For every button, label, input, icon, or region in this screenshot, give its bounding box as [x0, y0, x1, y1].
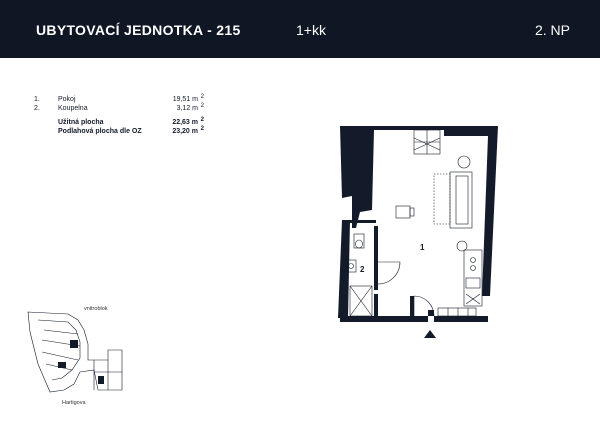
total-area: 23,20 m: [172, 128, 198, 135]
door-swings: [377, 261, 477, 317]
room-schedule: 1. Pokoj 19,51 m 2 2. Koupelna 3,12 m 2 …: [34, 94, 204, 136]
key-plan-label-street: Hartigova: [62, 400, 86, 406]
bathroom-door: [377, 261, 401, 285]
bathroom-fixtures: [345, 233, 373, 317]
area-unit-exponent: 2: [200, 103, 204, 109]
room-name: Pokoj: [58, 96, 76, 103]
partition-lower: [374, 294, 378, 318]
total-area: 22,63 m: [172, 119, 198, 126]
plant-icon: [457, 155, 471, 169]
left-lower-wall: [338, 220, 350, 318]
key-plan: vnitroblok Hartigova: [27, 306, 123, 406]
total-row: Podlahová plocha dle OZ 23,20 m 2: [34, 126, 204, 136]
stool-icon: [456, 240, 468, 252]
kitchen-unit: [463, 249, 483, 307]
entrance-marker-icon: [424, 330, 436, 338]
bathroom-partition: [374, 226, 378, 290]
plan-walls: [338, 126, 498, 322]
top-wall: [410, 126, 444, 130]
room-label-1: 1: [420, 243, 425, 252]
window-top: [413, 129, 441, 155]
room-area: 3,12 m: [176, 105, 198, 112]
key-plan-label-courtyard: vnitroblok: [84, 306, 108, 312]
total-name: Užitná plocha: [58, 119, 104, 126]
right-wall: [444, 126, 498, 296]
entry-partition: [410, 296, 414, 318]
floor-plan: 1 2: [338, 126, 498, 338]
key-plan-building: [27, 311, 123, 393]
room-row: 1. Pokoj 19,51 m 2: [34, 94, 204, 104]
floor-label: 2. NP: [534, 22, 570, 38]
wardrobe: [437, 307, 477, 317]
room-area: 19,51 m: [172, 96, 198, 103]
key-plan-highlight: [58, 340, 104, 384]
area-unit-exponent: 2: [200, 94, 204, 100]
area-unit-exponent: 2: [200, 126, 204, 132]
room-row: 2. Koupelna 3,12 m 2: [34, 103, 204, 113]
room-number: 2.: [34, 105, 40, 112]
room-name: Koupelna: [58, 105, 88, 112]
bathroom-top-wall: [348, 220, 376, 223]
header-bar: UBYTOVACÍ JEDNOTKA - 215 1+kk 2. NP: [0, 0, 600, 58]
furniture-bed: [433, 171, 473, 229]
furniture-desk: [395, 205, 415, 219]
area-unit-exponent: 2: [200, 117, 204, 123]
total-name: Podlahová plocha dle OZ: [58, 128, 142, 135]
entry-door: [413, 295, 435, 317]
total-row: Užitná plocha 22,63 m 2: [34, 117, 204, 127]
left-wall-block: [340, 126, 410, 228]
room-number: 1.: [34, 96, 40, 103]
unit-title: UBYTOVACÍ JEDNOTKA - 215: [36, 22, 241, 38]
room-label-2: 2: [360, 265, 365, 274]
unit-layout-type: 1+kk: [296, 22, 326, 38]
